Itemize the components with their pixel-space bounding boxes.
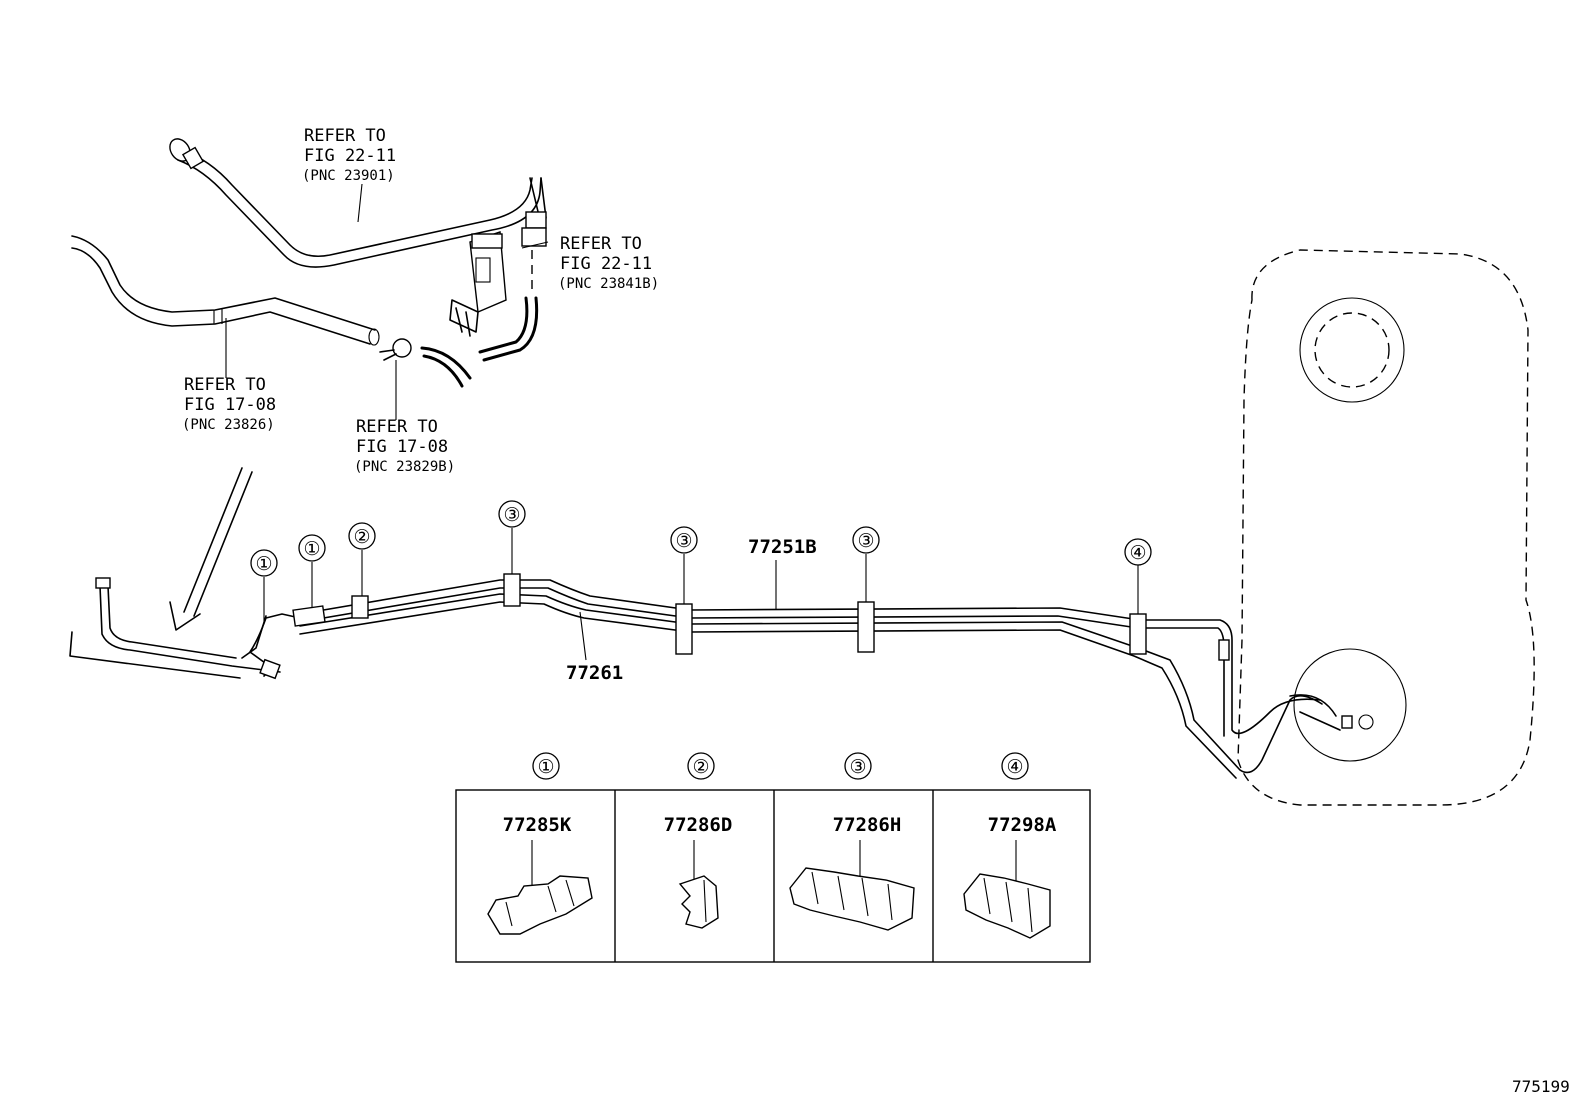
canister-valve: [449, 231, 539, 362]
clamp-table: [455, 789, 1091, 963]
svg-text:③: ③: [849, 756, 866, 778]
callout-3-a: ③: [498, 500, 526, 528]
clamp-drawing-77285K: [487, 840, 593, 935]
callout-leaders: [263, 528, 1139, 661]
callout-4: ④: [1124, 538, 1152, 566]
tube-clamps: [292, 573, 1147, 655]
svg-text:REFER TO: REFER TO: [184, 375, 266, 395]
breather-hose: [71, 235, 380, 346]
svg-text:(PNC 23826): (PNC 23826): [182, 417, 275, 433]
callout-3-b: ③: [670, 526, 698, 554]
svg-text:③: ③: [857, 530, 874, 552]
fuel-tank-outline: [1237, 249, 1535, 806]
fuel-tube-bundle: [69, 577, 1374, 779]
table-part-77286H[interactable]: 77286H: [833, 814, 902, 836]
svg-text:FIG 17-08: FIG 17-08: [184, 395, 276, 415]
svg-text:②: ②: [692, 756, 709, 778]
callout-1-left: ①: [250, 549, 278, 577]
svg-text:③: ③: [503, 504, 520, 526]
table-header-1: ①: [532, 752, 560, 780]
svg-text:REFER TO: REFER TO: [356, 417, 438, 437]
refer-label-fig-17-08-b: REFER TO FIG 17-08 (PNC 23829B): [354, 417, 455, 475]
figure-id: 775199: [1512, 1077, 1570, 1096]
table-header-3: ③: [844, 752, 872, 780]
svg-text:(PNC 23901): (PNC 23901): [302, 168, 395, 184]
clamp-drawing-77286D: [678, 840, 719, 929]
svg-text:(PNC 23841B): (PNC 23841B): [558, 276, 659, 292]
svg-text:①: ①: [537, 756, 554, 778]
svg-text:REFER TO: REFER TO: [304, 126, 386, 146]
direction-arrow: [169, 467, 253, 631]
callout-2: ②: [348, 522, 376, 550]
svg-text:②: ②: [353, 526, 370, 548]
svg-text:①: ①: [255, 553, 272, 575]
clamp-drawing-77298A: [963, 840, 1051, 939]
hose-clamp: [379, 338, 472, 388]
svg-text:③: ③: [675, 530, 692, 552]
svg-text:FIG 17-08: FIG 17-08: [356, 437, 448, 457]
refer-label-fig-22-11-b: REFER TO FIG 22-11 (PNC 23841B): [558, 234, 659, 292]
svg-text:④: ④: [1006, 756, 1023, 778]
part-label-lower-tube[interactable]: 77261: [566, 662, 623, 684]
table-part-77286D[interactable]: 77286D: [664, 814, 733, 836]
callout-3-c: ③: [852, 526, 880, 554]
part-label-main-tube[interactable]: 77251B: [748, 536, 817, 558]
refer-label-fig-17-08-a: REFER TO FIG 17-08 (PNC 23826): [182, 375, 276, 433]
table-header-4: ④: [1001, 752, 1029, 780]
callout-1-right: ①: [298, 534, 326, 562]
svg-text:①: ①: [303, 538, 320, 560]
svg-text:FIG 22-11: FIG 22-11: [304, 146, 396, 166]
leader-lines: [225, 183, 549, 420]
svg-text:④: ④: [1129, 542, 1146, 564]
refer-label-fig-22-11-a: REFER TO FIG 22-11 (PNC 23901): [302, 126, 396, 184]
svg-text:(PNC 23829B): (PNC 23829B): [354, 459, 455, 475]
table-header-2: ②: [687, 752, 715, 780]
filler-pipe-hose: [169, 138, 547, 268]
svg-text:FIG 22-11: FIG 22-11: [560, 254, 652, 274]
svg-text:REFER TO: REFER TO: [560, 234, 642, 254]
clamp-drawing-77286H: [789, 840, 915, 931]
table-part-77285K[interactable]: 77285K: [503, 814, 572, 836]
table-part-77298A[interactable]: 77298A: [988, 814, 1057, 836]
